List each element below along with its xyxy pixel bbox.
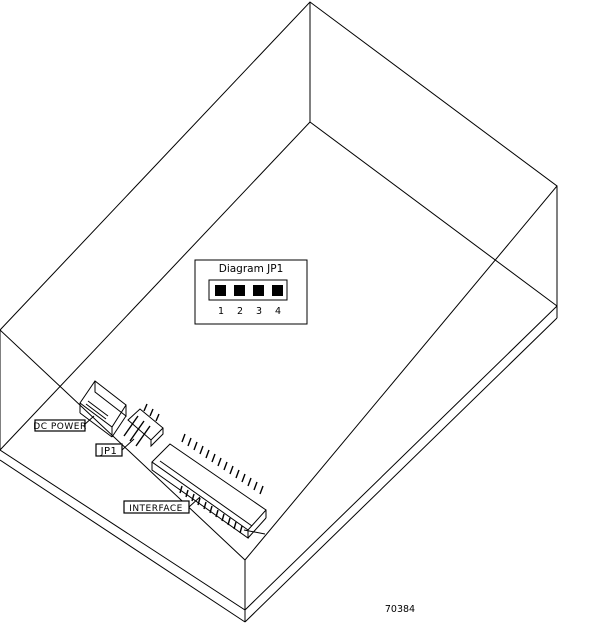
interface-callout: INTERFACE: [123, 500, 190, 514]
jp1-pin-4: [272, 285, 283, 296]
jp1-pin-number-2: 2: [237, 306, 243, 317]
interface-connector: [151, 433, 267, 539]
dc-power-callout: DC POWER: [33, 419, 86, 432]
interface-leader: [188, 496, 201, 508]
jp1-pin-1: [215, 285, 226, 296]
jp1-inset: Diagram JP1 1 2 3 4: [194, 259, 308, 325]
dc-power-label: DC POWER: [33, 422, 86, 432]
jp1-pin-3: [253, 285, 264, 296]
jp1-pin-header: [208, 279, 288, 301]
drive-enclosure: [0, 1, 558, 623]
interface-pins-top: [181, 433, 264, 495]
jp1-callout: JP1: [95, 443, 123, 457]
jp1-pin-number-3: 3: [256, 306, 262, 317]
interface-label: INTERFACE: [129, 504, 183, 514]
jp1-pin-2: [234, 285, 245, 296]
jp1-label: JP1: [100, 446, 118, 457]
dc-power-leader: [83, 415, 95, 426]
interface-pins-bottom: [179, 485, 243, 534]
jp1-inset-title: Diagram JP1: [219, 263, 284, 275]
jp1-jumper-block: [123, 403, 164, 448]
dc-power-connector: [79, 380, 127, 438]
jp1-leader: [121, 438, 135, 451]
figure-number: 70384: [385, 604, 415, 615]
jp1-pin-number-1: 1: [218, 306, 224, 317]
jp1-pin-number-4: 4: [275, 306, 281, 317]
